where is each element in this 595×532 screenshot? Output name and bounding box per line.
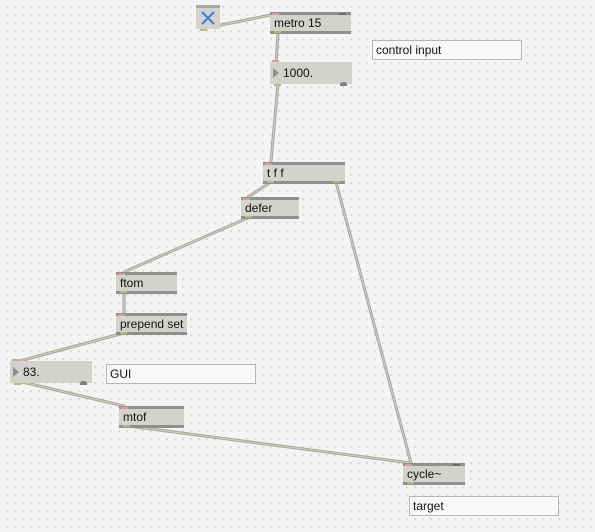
cycle-outlet[interactable] — [407, 482, 414, 484]
number-arrow-icon — [13, 367, 19, 377]
metro-label: metro 15 — [274, 16, 322, 30]
mtof-object[interactable]: mtof — [119, 406, 184, 428]
comment-gui: GUI — [106, 364, 256, 384]
cord-mtof-cycle — [126, 424, 413, 465]
defer-object[interactable]: defer — [241, 197, 299, 219]
ftom-inlet[interactable] — [118, 273, 125, 275]
number-top-corner — [340, 82, 347, 86]
number-arrow-icon — [273, 68, 279, 78]
metro-object[interactable]: metro 15 — [270, 12, 351, 34]
number-box-top[interactable]: 1000. — [270, 60, 352, 86]
cord-tff-cycle — [334, 180, 413, 465]
mtof-outlet[interactable] — [123, 425, 130, 427]
cycle-inlet-left[interactable] — [405, 464, 412, 466]
cycle-label: cycle~ — [407, 467, 442, 481]
ftom-label: ftom — [120, 276, 144, 290]
prepend-object[interactable]: prepend set — [116, 313, 187, 335]
number-box-gui[interactable]: 83. — [10, 359, 92, 385]
number-gui-corner — [80, 381, 87, 385]
cord-defer-ftom — [122, 215, 252, 274]
metro-inlet-right[interactable] — [339, 13, 346, 15]
comment-target: target — [409, 496, 559, 516]
cycle-inlet-right[interactable] — [453, 464, 460, 466]
cord-prepend-number — [14, 331, 126, 364]
metro-inlet-left[interactable] — [272, 13, 279, 15]
number-top-inlet[interactable] — [272, 60, 279, 62]
trigger-inlet[interactable] — [265, 163, 272, 165]
trigger-label: t f f — [267, 166, 284, 180]
cycle-object[interactable]: cycle~ — [403, 463, 465, 485]
cord-number-tff — [269, 81, 280, 164]
mtof-label: mtof — [123, 410, 147, 424]
trigger-object[interactable]: t f f — [263, 162, 345, 184]
cord-tff-defer — [246, 180, 273, 199]
comment-control-input-text: control input — [376, 43, 442, 57]
comment-target-text: target — [413, 499, 444, 513]
number-top-outlet[interactable] — [274, 84, 281, 86]
x-mark-icon — [201, 11, 215, 25]
number-top-value: 1000. — [283, 66, 314, 80]
prepend-outlet[interactable] — [120, 332, 127, 334]
comment-gui-text: GUI — [110, 367, 132, 381]
defer-inlet[interactable] — [243, 198, 250, 200]
ftom-outlet[interactable] — [120, 291, 127, 293]
comment-control-input: control input — [372, 40, 522, 60]
ftom-object[interactable]: ftom — [116, 272, 177, 294]
trigger-outlet-right[interactable] — [333, 181, 340, 183]
number-gui-value: 83. — [23, 365, 40, 379]
defer-label: defer — [245, 201, 273, 215]
trigger-outlet-left[interactable] — [267, 181, 274, 183]
mtof-inlet[interactable] — [121, 407, 128, 409]
number-gui-outlet[interactable] — [14, 383, 21, 385]
prepend-inlet[interactable] — [118, 314, 125, 316]
toggle-switch[interactable] — [196, 5, 220, 31]
cord-number-mtof — [16, 379, 126, 408]
metro-outlet[interactable] — [274, 31, 281, 33]
number-gui-inlet[interactable] — [12, 359, 19, 361]
prepend-label: prepend set — [120, 317, 184, 331]
defer-outlet[interactable] — [245, 216, 252, 218]
toggle-outlet[interactable] — [200, 29, 207, 31]
